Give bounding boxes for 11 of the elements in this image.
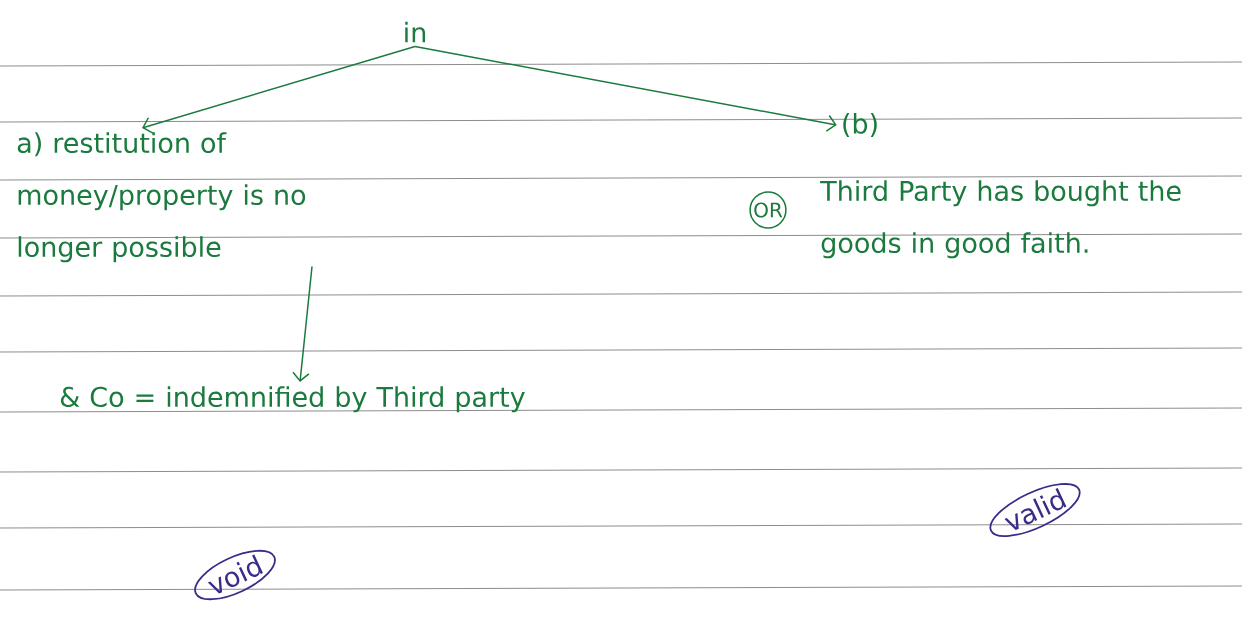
- handwritten-text: in: [405, 21, 426, 43]
- handwritten-text: (b): [843, 112, 877, 138]
- circled-word: OR: [749, 191, 787, 229]
- circled-word: void: [194, 549, 276, 601]
- arrow: [292, 265, 313, 382]
- circled-word: valid: [989, 483, 1081, 537]
- arrow: [142, 45, 416, 134]
- handwritten-text: Third Party has bought the goods in good faith.: [820, 180, 1181, 259]
- handwritten-text: a) restitution of money/property is no longer possible: [17, 132, 306, 263]
- arrow: [414, 45, 837, 132]
- handwritten-text: & Co = indemnified by Third party: [60, 386, 525, 413]
